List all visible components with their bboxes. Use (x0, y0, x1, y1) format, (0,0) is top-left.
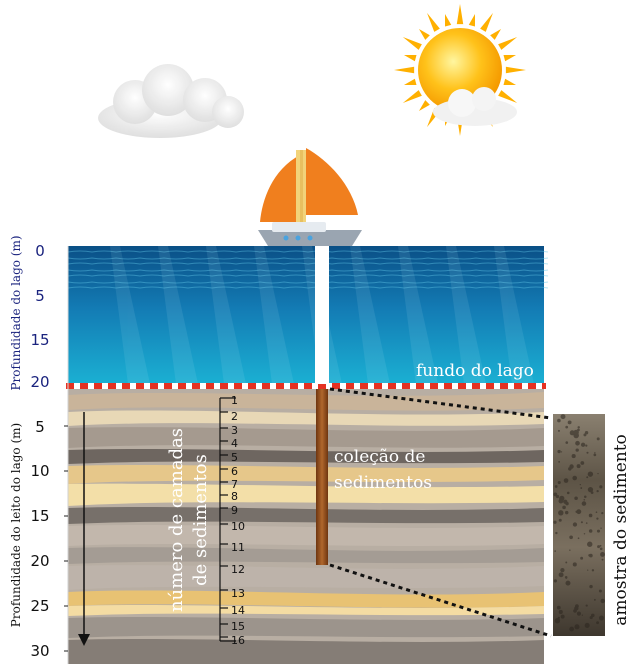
sample-label: amostra do sedimento (611, 434, 631, 626)
bed-tick-15: 15 (30, 507, 49, 525)
layer-number: 14 (231, 604, 245, 617)
layer-count-label-line1: número de camadas (166, 428, 187, 612)
sediment-strata (68, 386, 544, 664)
layer-number: 11 (231, 541, 245, 554)
layer-number: 9 (231, 504, 238, 517)
lake-tick-5: 5 (35, 287, 45, 305)
layer-numbers: 1 2 3 4 5 6 7 8 9 10 11 12 13 14 15 16 (231, 394, 245, 647)
core-tube-water (315, 246, 329, 384)
layer-number: 15 (231, 620, 245, 633)
bed-tick-20: 20 (30, 552, 49, 570)
lake-bottom-label: fundo do lago (416, 361, 534, 381)
lake-depth-axis-label: Profundidade do lago (m) (9, 235, 23, 390)
layer-ticks (220, 411, 228, 638)
layer-number: 3 (231, 424, 238, 437)
core-label-line2: sedimentos (334, 473, 432, 493)
bed-tick-5: 5 (35, 418, 45, 436)
sediment-sample-image (553, 414, 606, 636)
zoom-line-top (329, 387, 552, 420)
layer-number: 5 (231, 451, 238, 464)
layer-number: 16 (231, 634, 245, 647)
layer-number: 6 (231, 465, 238, 478)
bed-tick-10: 10 (30, 462, 49, 480)
lake-tick-20: 20 (30, 373, 49, 391)
layer-number: 4 (231, 437, 238, 450)
lake-tick-15: 15 (30, 331, 49, 349)
layer-ruler (219, 397, 236, 642)
depth-arrow (78, 412, 90, 646)
layer-number: 8 (231, 490, 238, 503)
zoom-line-bottom (329, 563, 552, 638)
layer-number: 2 (231, 410, 238, 423)
lake-tick-0: 0 (35, 242, 45, 260)
bed-tick-30: 30 (30, 642, 49, 660)
sailboat-icon (258, 148, 362, 246)
layer-number: 13 (231, 587, 245, 600)
layer-count-label-line2: de sedimentos (190, 454, 211, 586)
bed-depth-axis-label: Profundidade do leito do lago (m) (9, 423, 23, 627)
sun-icon (394, 4, 526, 136)
core-tube (316, 389, 328, 565)
layer-number: 1 (231, 394, 238, 407)
cloud-icon (98, 64, 244, 138)
layer-number: 7 (231, 478, 238, 491)
lake-depth-ticks: 0 5 15 20 (30, 242, 49, 391)
bed-tick-25: 25 (30, 597, 49, 615)
bed-depth-ticks: 5 10 15 20 25 30 (30, 418, 49, 660)
core-label-line1: coleção de (334, 447, 426, 467)
layer-count-label: número de camadas de sedimentos (166, 428, 211, 612)
layer-number: 12 (231, 563, 245, 576)
layer-number: 10 (231, 520, 245, 533)
